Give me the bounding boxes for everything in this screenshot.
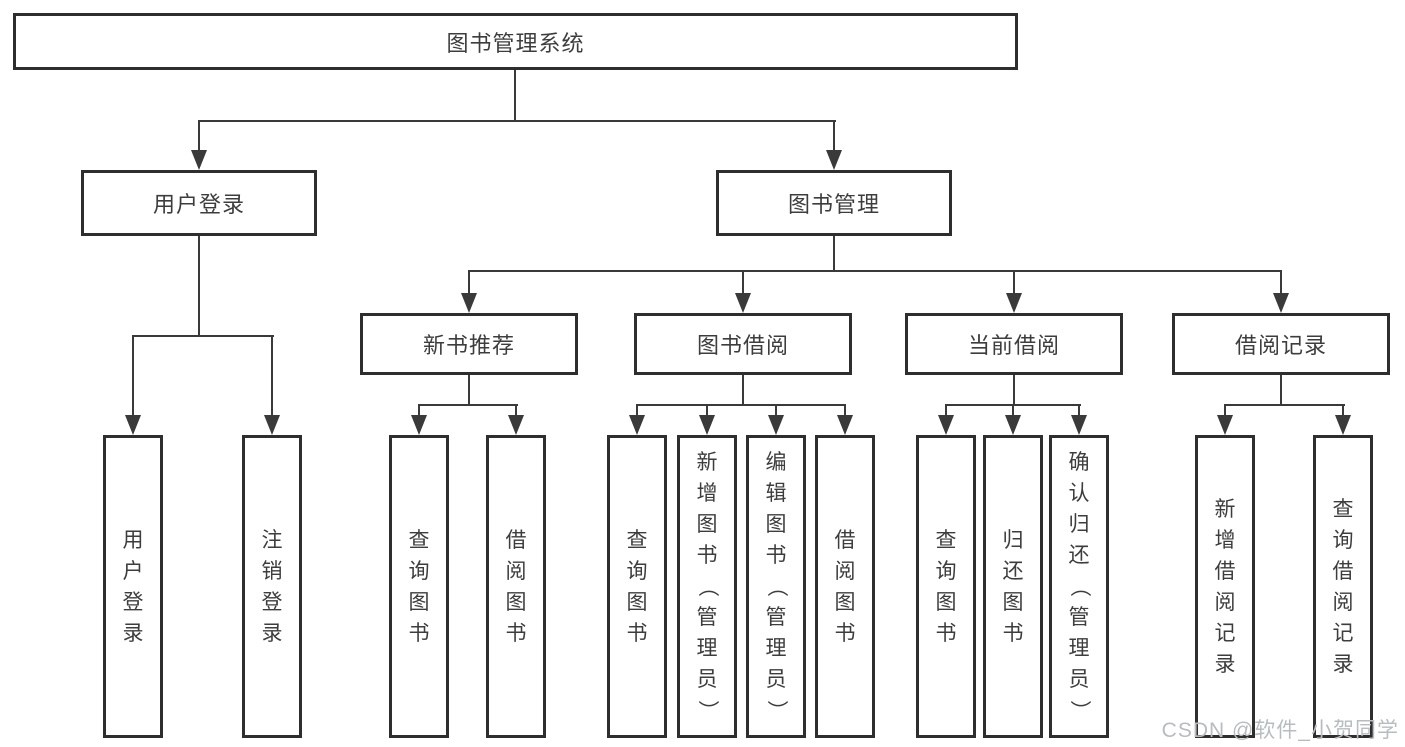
connector-arrowhead xyxy=(264,415,280,435)
connector-line xyxy=(271,335,273,415)
node-book-borrowing: 图书借阅 xyxy=(634,313,852,375)
connector-arrowhead xyxy=(1273,293,1289,313)
leaf-edit-book-admin: 编辑图书（管理员） xyxy=(746,435,806,738)
connector-line xyxy=(418,404,518,406)
connector-line xyxy=(1013,375,1015,406)
connector-line xyxy=(198,236,200,337)
connector-line xyxy=(1078,404,1080,416)
connector-arrowhead xyxy=(125,415,141,435)
connector-line xyxy=(636,404,638,416)
connector-arrowhead xyxy=(1217,415,1233,435)
connector-line xyxy=(418,404,420,416)
connector-line xyxy=(1224,404,1345,406)
connector-arrowhead xyxy=(461,293,477,313)
connector-line xyxy=(706,404,708,416)
leaf-user-login: 用户登录 xyxy=(103,435,163,738)
connector-line xyxy=(515,404,517,416)
leaf-query-books-current: 查询图书 xyxy=(916,435,976,738)
connector-line xyxy=(1224,404,1226,416)
leaf-add-borrow-record: 新增借阅记录 xyxy=(1195,435,1255,738)
connector-arrowhead xyxy=(826,150,842,170)
connector-line xyxy=(742,270,744,294)
connector-arrowhead xyxy=(191,150,207,170)
connector-line xyxy=(636,404,846,406)
connector-arrowhead xyxy=(1006,293,1022,313)
connector-line xyxy=(198,120,836,122)
leaf-borrow-books-recommend: 借阅图书 xyxy=(486,435,546,738)
connector-line xyxy=(132,335,274,337)
node-book-management: 图书管理 xyxy=(716,170,952,236)
connector-line xyxy=(1280,375,1282,406)
connector-arrowhead xyxy=(508,415,524,435)
node-library-system: 图书管理系统 xyxy=(13,13,1018,70)
connector-line xyxy=(132,335,134,415)
connector-arrowhead xyxy=(1071,415,1087,435)
node-borrowing-records: 借阅记录 xyxy=(1172,313,1390,375)
connector-line xyxy=(1280,270,1282,294)
connector-arrowhead xyxy=(1335,415,1351,435)
node-new-book-recommend: 新书推荐 xyxy=(360,313,578,375)
csdn-watermark: CSDN @软件_小贺同学 xyxy=(1161,719,1399,742)
leaf-query-books-recommend: 查询图书 xyxy=(389,435,449,738)
connector-line xyxy=(468,375,470,406)
connector-arrowhead xyxy=(411,415,427,435)
connector-arrowhead xyxy=(768,415,784,435)
connector-line xyxy=(945,404,947,416)
connector-line xyxy=(514,70,516,121)
node-user-login: 用户登录 xyxy=(81,170,317,236)
connector-line xyxy=(1013,270,1015,294)
connector-line xyxy=(833,236,835,272)
connector-line xyxy=(1342,404,1344,416)
connector-arrowhead xyxy=(1005,415,1021,435)
connector-line xyxy=(198,120,200,152)
connector-line xyxy=(742,375,744,406)
connector-line xyxy=(468,270,1282,272)
connector-line xyxy=(833,120,835,152)
connector-arrowhead xyxy=(629,415,645,435)
leaf-add-book-admin: 新增图书（管理员） xyxy=(677,435,737,738)
connector-line xyxy=(468,270,470,294)
leaf-borrow-books-borrowing: 借阅图书 xyxy=(815,435,875,738)
connector-arrowhead xyxy=(735,293,751,313)
connector-line xyxy=(775,404,777,416)
leaf-query-borrow-record: 查询借阅记录 xyxy=(1313,435,1373,738)
node-current-borrowing: 当前借阅 xyxy=(905,313,1123,375)
connector-line xyxy=(844,404,846,416)
connector-arrowhead xyxy=(699,415,715,435)
connector-arrowhead xyxy=(837,415,853,435)
leaf-query-books-borrowing: 查询图书 xyxy=(607,435,667,738)
connector-line xyxy=(1012,404,1014,416)
leaf-confirm-return-admin: 确认归还（管理员） xyxy=(1049,435,1109,738)
leaf-logout: 注销登录 xyxy=(242,435,302,738)
connector-arrowhead xyxy=(938,415,954,435)
leaf-return-books: 归还图书 xyxy=(983,435,1043,738)
